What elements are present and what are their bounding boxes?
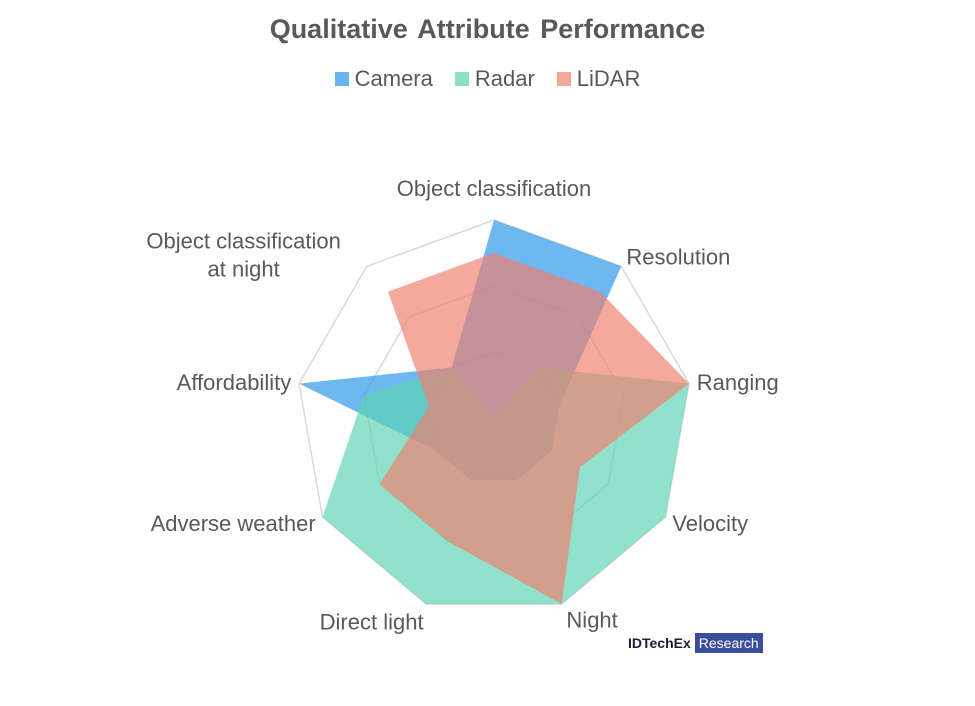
logo-tag: Research xyxy=(694,633,763,653)
logo-brand: IDTechEx xyxy=(628,635,691,651)
legend-item-camera: Camera xyxy=(334,66,433,92)
legend-swatch xyxy=(556,72,571,86)
legend-swatch xyxy=(334,72,349,86)
legend-label: LiDAR xyxy=(576,66,641,91)
legend-item-lidar: LiDAR xyxy=(556,66,641,92)
axis-label: Object classification xyxy=(397,176,591,201)
legend-swatch xyxy=(454,72,469,86)
legend-item-radar: Radar xyxy=(454,66,535,92)
series-lidar xyxy=(379,253,689,605)
axis-label: Direct light xyxy=(320,610,424,635)
axis-label: Affordability xyxy=(177,370,292,395)
axis-label: Night xyxy=(566,608,617,633)
axis-label: Adverse weather xyxy=(151,511,316,536)
idtechex-logo: IDTechEx Research xyxy=(628,633,763,653)
axis-label: Velocity xyxy=(672,511,748,536)
axis-label: Resolution xyxy=(626,244,730,269)
chart-title: Qualitative Attribute Performance xyxy=(269,14,706,44)
axis-label: Ranging xyxy=(697,370,779,395)
legend-label: Camera xyxy=(354,66,433,91)
legend: Camera Radar LiDAR xyxy=(0,66,975,92)
legend-label: Radar xyxy=(474,66,535,91)
